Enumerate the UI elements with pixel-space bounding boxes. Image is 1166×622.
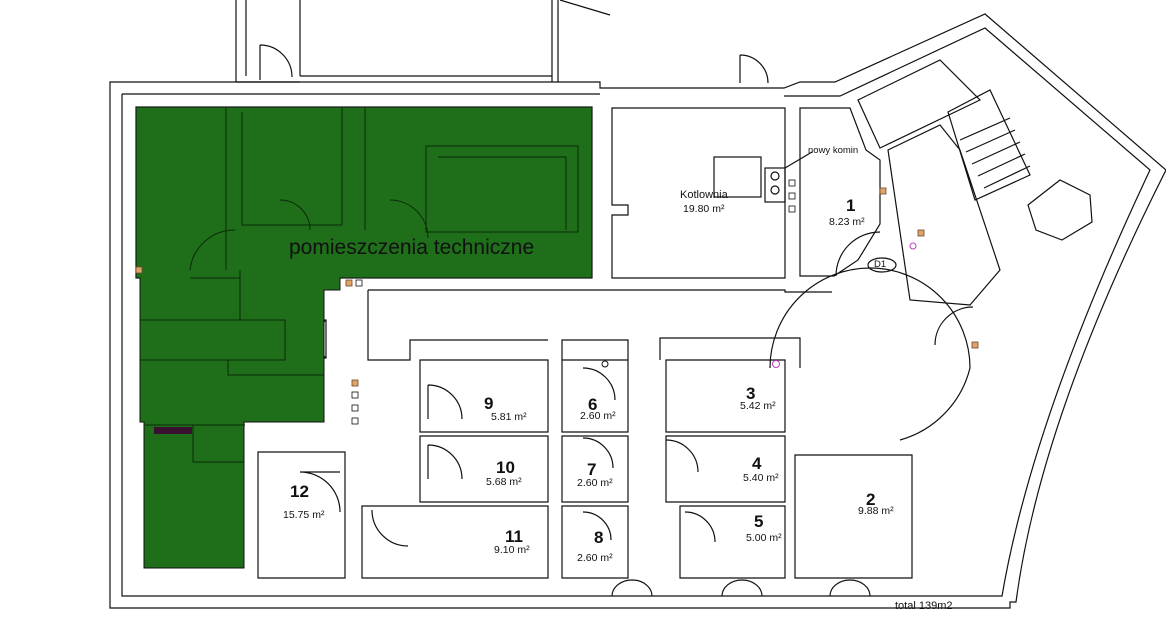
door-swing-13 [739,54,769,84]
room-9-number: 9 [484,394,494,413]
dark-band [154,427,192,434]
door-tag-d1: D1 [874,259,887,270]
technical-zone-partitions [140,107,579,463]
room-2-number: 2 [866,490,876,509]
door-swing-10 [835,231,881,277]
entrance-arch-1 [611,579,653,597]
room-11-walls [361,505,549,579]
room-12-area: 15.75 m² [283,509,325,521]
room-5-area: 5.00 m² [746,532,782,544]
technical-zone-main [135,106,593,569]
corridor-walls [367,289,832,368]
kotlownia-area: 19.80 m² [683,203,725,215]
room-10-area: 5.68 m² [486,476,522,488]
room-3-walls [665,359,786,433]
room-6-number: 6 [588,395,598,414]
outlet-3 [351,404,359,412]
door-swing-12 [934,306,974,346]
marker-5 [917,229,925,237]
door-swing-6 [665,439,699,473]
room-7-number: 7 [587,460,597,479]
purple-marker-1 [772,360,780,368]
room-2-area: 9.88 m² [858,505,894,517]
door-swing-9 [371,509,409,547]
marker-3 [351,379,359,387]
room-9-walls [419,359,549,433]
exterior-wall-inner [121,27,1151,597]
kotlownia-name: Kotlownia [680,189,728,201]
room-10-number: 10 [496,458,515,477]
room-8-area: 2.60 m² [577,552,613,564]
outlet-5 [788,179,796,187]
room-6-area: 2.60 m² [580,410,616,422]
entrance-arch-3 [829,579,871,597]
room-4-number: 4 [752,454,762,473]
chimney-block [764,167,786,203]
marker-4 [879,187,887,195]
total-area-label: total 139m2 [895,600,953,612]
chimney-leader [784,151,813,169]
door-swing-4 [582,437,614,469]
marker-2 [345,279,353,287]
stair-treads [959,117,1031,189]
room-8-walls [561,505,629,579]
room-3-area: 5.42 m² [740,400,776,412]
outlet-7 [788,205,796,213]
room-11-area: 9.10 m² [494,544,530,556]
room-1-walls [799,107,881,277]
room-11-number: 11 [505,527,523,546]
room-6-walls [561,359,629,433]
purple-marker-2 [909,242,917,250]
kotlownia-walls [611,107,786,279]
room-2-walls [794,454,913,579]
room-4-walls [665,435,786,503]
room-1-number: 1 [846,196,856,215]
room-12-number: 12 [290,482,309,501]
room-5-number: 5 [754,512,764,531]
d1-tag-outline [867,257,897,273]
chimney-flue-1 [770,171,780,181]
upper-structure [235,0,611,83]
door-swing-2 [427,444,463,480]
fixture-marker [601,360,609,368]
room-3-number: 3 [746,384,756,403]
door-swing-11 [769,267,971,441]
door-swing-3 [582,367,616,401]
room-7-area: 2.60 m² [577,477,613,489]
entrance-arch-2 [721,579,763,597]
exterior-wall-outer [109,13,1166,609]
stove-symbol [713,156,762,198]
marker-1 [135,266,143,274]
door-swing-5 [582,511,612,541]
technical-rooms-label: pomieszczenia techniczne [289,236,535,259]
room-8-number: 8 [594,528,604,547]
room-4-area: 5.40 m² [743,472,779,484]
stair-hatch [1027,179,1093,241]
room-9-area: 5.81 m² [491,411,527,423]
room-12-walls [257,451,346,579]
outlet-2 [351,391,359,399]
door-swing-7 [684,511,716,543]
room-10-walls [419,435,549,503]
outlet-6 [788,192,796,200]
room-5-walls [679,505,786,579]
room-7-walls [561,435,629,503]
outlet-1 [355,279,363,287]
outlet-4 [351,417,359,425]
stair-block [857,59,1031,306]
chimney-note: nowy komin [808,145,859,156]
marker-6 [971,341,979,349]
chimney-flue-2 [770,185,780,195]
room-1-area: 8.23 m² [829,216,865,228]
door-swing-8 [299,471,341,513]
door-swing-14 [259,44,293,80]
technical-door-arc [189,199,429,271]
door-swing-1 [427,384,463,420]
